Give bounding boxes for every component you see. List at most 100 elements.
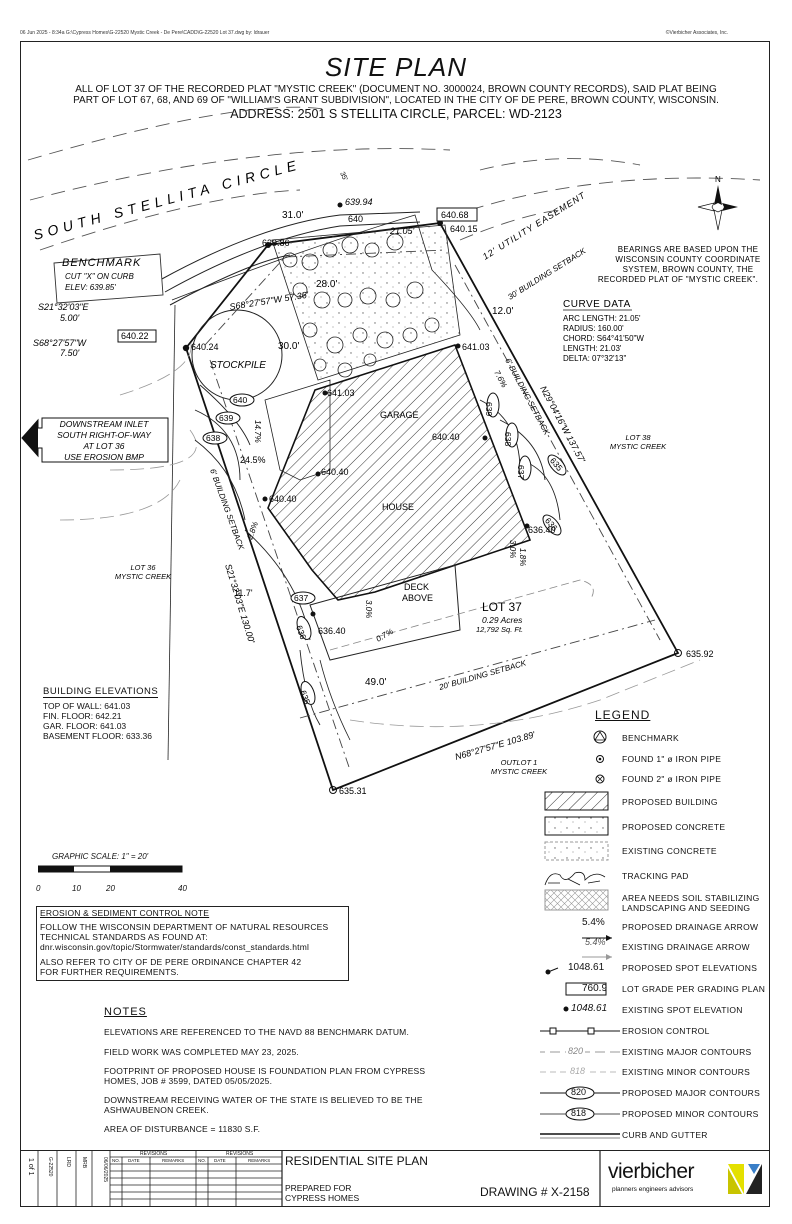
legend-item: AREA NEEDS SOIL STABILIZING LANDSCAPING … (622, 893, 760, 913)
svg-text:MYSTIC CREEK: MYSTIC CREEK (115, 572, 172, 581)
legend-sample: 1048.61 (568, 962, 605, 973)
svg-text:3.0%: 3.0% (364, 600, 373, 618)
svg-text:DOWNSTREAM INLET: DOWNSTREAM INLET (60, 419, 150, 429)
svg-text:49.0': 49.0' (365, 677, 386, 688)
legend-sample: 1048.61 (571, 1003, 608, 1014)
svg-text:637: 637 (516, 465, 526, 479)
rev-remarks-col: REMARKS (162, 1158, 185, 1163)
svg-text:640: 640 (348, 214, 363, 224)
legend-item: LOT GRADE PER GRADING PLAN (622, 984, 766, 994)
rev-no-col: NO. (198, 1158, 207, 1163)
svg-text:11.7': 11.7' (234, 588, 253, 598)
address: ADDRESS: 2501 S STELLITA CIRCLE, PARCEL:… (230, 107, 562, 121)
svg-text:640.68: 640.68 (441, 210, 469, 220)
svg-text:31.0': 31.0' (282, 210, 303, 221)
svg-text:35': 35' (338, 171, 348, 182)
legend-item: PROPOSED MAJOR CONTOURS (622, 1088, 761, 1098)
svg-text:ARC LENGTH: 21.05': ARC LENGTH: 21.05' (563, 314, 641, 323)
svg-text:639.94: 639.94 (345, 197, 373, 207)
svg-text:DELTA: 07°32'13": DELTA: 07°32'13" (563, 354, 626, 363)
svg-text:5.00': 5.00' (60, 313, 80, 323)
svg-text:LOT 36: LOT 36 (130, 563, 156, 572)
legend-title: LEGEND (595, 708, 651, 722)
svg-text:636: 636 (294, 624, 308, 641)
svg-text:636.40: 636.40 (528, 525, 556, 535)
legend-item: PROPOSED MINOR CONTOURS (622, 1109, 759, 1119)
svg-text:ABOVE: ABOVE (402, 593, 433, 603)
legend-item: PROPOSED DRAINAGE ARROW (622, 922, 759, 932)
svg-text:SOUTH RIGHT-OF-WAY: SOUTH RIGHT-OF-WAY (57, 430, 152, 440)
legend-item: EROSION CONTROL (622, 1026, 710, 1036)
graphic-scale-bar (38, 865, 183, 873)
legend-sample: 760.9 (582, 983, 608, 994)
svg-text:640.22: 640.22 (121, 331, 149, 341)
page-title: SITE PLAN (325, 52, 467, 82)
legend-sample: 820 (566, 1046, 586, 1056)
tracking-pad (271, 224, 461, 381)
svg-text:635: 635 (298, 689, 312, 706)
legend-item: FOUND 2" ø IRON PIPE (622, 774, 722, 784)
svg-text:14.7%: 14.7% (253, 420, 262, 443)
legend-item: EXISTING MAJOR CONTOURS (622, 1047, 752, 1057)
legend-sample: 818 (568, 1066, 588, 1076)
svg-text:CURVE DATA: CURVE DATA (563, 299, 631, 310)
svg-text:640: 640 (233, 395, 247, 405)
svg-text:640.15: 640.15 (450, 224, 478, 234)
svg-text:12,792 Sq. Ft.: 12,792 Sq. Ft. (476, 625, 523, 634)
note-item: DOWNSTREAM RECEIVING WATER OF THE STATE … (104, 1095, 423, 1115)
svg-text:LOT 37: LOT 37 (482, 600, 522, 614)
svg-text:CUT "X" ON CURB: CUT "X" ON CURB (65, 272, 134, 281)
svg-text:28.0': 28.0' (316, 279, 337, 290)
svg-text:DECK: DECK (404, 582, 429, 592)
svg-text:635.92: 635.92 (686, 649, 714, 659)
title-block-grid (37, 1150, 601, 1207)
company-tagline: planners engineers advisors (612, 1186, 694, 1193)
legend-item: PROPOSED CONCRETE (622, 822, 726, 832)
notes-title: NOTES (104, 1006, 147, 1018)
scale-tick: 0 (36, 884, 41, 893)
svg-text:CHORD: S64°41'50"W: CHORD: S64°41'50"W (563, 334, 644, 343)
legend-item: EXISTING DRAINAGE ARROW (622, 942, 750, 952)
client-name: CYPRESS HOMES (285, 1193, 360, 1203)
svg-text:BEARINGS ARE BASED UPON THE: BEARINGS ARE BASED UPON THE (618, 245, 758, 254)
title-block (20, 1150, 770, 1207)
svg-text:639: 639 (484, 402, 494, 416)
legend-item: EXISTING CONCRETE (622, 846, 717, 856)
svg-text:2.8%: 2.8% (245, 520, 260, 541)
legend-item: PROPOSED SPOT ELEVATIONS (622, 963, 758, 973)
svg-text:ELEV: 639.85': ELEV: 639.85' (65, 283, 116, 292)
company-logo-text: vierbicher (608, 1160, 695, 1183)
legend-sample: 818 (571, 1108, 587, 1118)
revisions-header: REVISIONS (140, 1151, 168, 1157)
scale-tick: 10 (72, 884, 81, 893)
svg-text:LENGTH: 21.03': LENGTH: 21.03' (563, 344, 622, 353)
svg-text:SYSTEM, BROWN COUNTY, THE: SYSTEM, BROWN COUNTY, THE (623, 265, 754, 274)
checked-by: MRB (81, 1157, 87, 1169)
scale-tick: 20 (106, 884, 115, 893)
svg-text:640.40: 640.40 (432, 432, 460, 442)
svg-text:638: 638 (206, 433, 220, 443)
legend-item: BENCHMARK (622, 733, 680, 743)
svg-text:STOCKPILE: STOCKPILE (210, 360, 266, 371)
svg-text:12.0': 12.0' (492, 306, 513, 317)
curve-data: ARC LENGTH: 21.05' RADIUS: 160.00' CHORD… (563, 314, 644, 363)
svg-text:639: 639 (219, 413, 233, 423)
svg-text:HOUSE: HOUSE (382, 502, 414, 512)
svg-text:RECORDED PLAT OF "MYSTIC CREEK: RECORDED PLAT OF "MYSTIC CREEK". (598, 275, 758, 284)
svg-text:OUTLOT 1: OUTLOT 1 (501, 758, 538, 767)
legend-sample: 5.4% (585, 937, 606, 947)
svg-text:30.0': 30.0' (278, 341, 299, 352)
bearings-note: BEARINGS ARE BASED UPON THE WISCONSIN CO… (598, 245, 760, 284)
svg-text:0.7%: 0.7% (375, 627, 395, 644)
svg-text:N: N (715, 175, 721, 184)
building-elevations-title: BUILDING ELEVATIONS (43, 686, 159, 698)
legend-item: EXISTING SPOT ELEVATION (622, 1005, 743, 1015)
prepared-for-label: PREPARED FOR (285, 1183, 352, 1193)
revisions-header: REVISIONS (226, 1151, 254, 1157)
svg-text:S68°27'57"W: S68°27'57"W (33, 338, 88, 348)
svg-text:LOT 38: LOT 38 (625, 433, 651, 442)
svg-text:638: 638 (503, 432, 513, 446)
legal-description: ALL OF LOT 37 OF THE RECORDED PLAT "MYST… (73, 84, 719, 106)
building-elevations-list: TOP OF WALL: 641.03 FIN. FLOOR: 642.21 G… (43, 701, 152, 741)
svg-text:RADIUS: 160.00': RADIUS: 160.00' (563, 324, 624, 333)
